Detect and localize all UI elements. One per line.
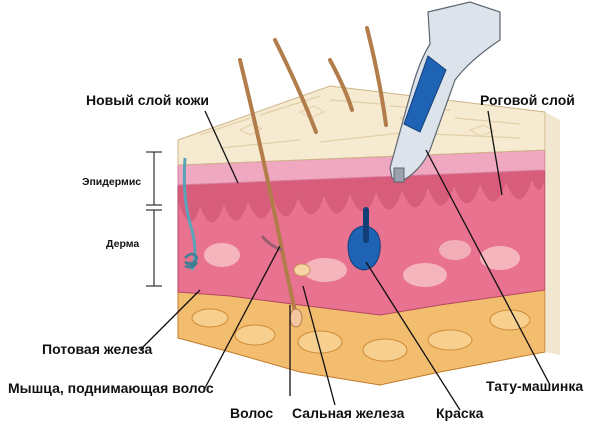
- label-ink: Краска: [436, 405, 483, 421]
- label-epidermis: Эпидермис: [82, 176, 141, 188]
- label-new-skin-layer: Новый слой кожи: [86, 92, 209, 108]
- label-stratum-corneum: Роговой слой: [480, 92, 575, 108]
- label-tattoo-machine: Тату-машинка: [486, 378, 583, 394]
- layer-bracket: [146, 152, 162, 286]
- label-arrector-muscle: Мышца, поднимающая волос: [8, 380, 214, 396]
- label-dermis: Дерма: [106, 238, 139, 250]
- label-hair: Волос: [230, 405, 273, 421]
- label-sebaceous-gland: Сальная железа: [292, 405, 404, 421]
- label-sweat-gland: Потовая железа: [42, 341, 152, 357]
